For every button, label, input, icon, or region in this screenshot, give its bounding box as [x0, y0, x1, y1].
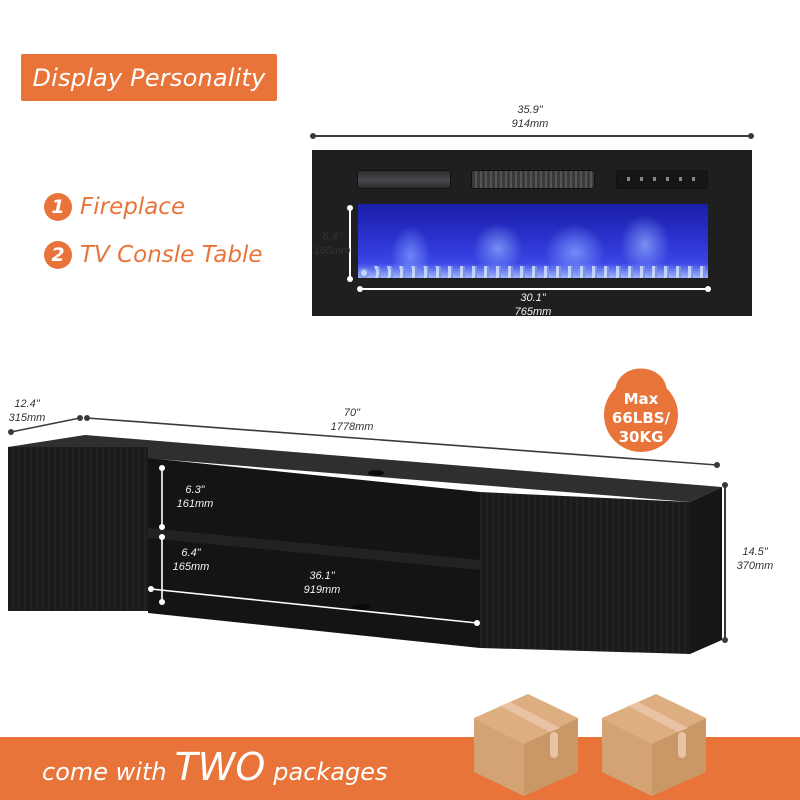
feature-label: Fireplace: [80, 194, 186, 220]
dimension-mm: 165mm: [313, 245, 351, 257]
dimension-inches: 36.1": [309, 570, 335, 582]
footer-text: come with TWO packages: [42, 745, 388, 789]
package-box-icon: [602, 694, 706, 796]
dimension-endpoint: [310, 133, 316, 139]
feature-item-tv-console: 2 TV Consle Table: [44, 241, 263, 269]
number-badge: 2: [44, 241, 72, 269]
flame-height-label: 6.4" 165mm: [313, 230, 351, 258]
kettlebell-weight-icon: [604, 368, 678, 452]
feature-item-fireplace: 1 Fireplace: [44, 193, 185, 221]
dimension-endpoint: [347, 276, 353, 282]
heater-vent: [357, 170, 451, 189]
weight-capacity-text: Max 66LBS/ 30KG: [598, 390, 684, 447]
console-top-dimension-lines: [8, 415, 720, 468]
weight-line-3: 30KG: [618, 428, 664, 446]
dimension-mm: 914mm: [511, 118, 549, 130]
dimension-inches: 6.4": [181, 547, 201, 559]
weight-line-1: Max: [623, 390, 659, 408]
crystal-pebbles: [358, 266, 708, 278]
number-badge: 1: [44, 193, 72, 221]
dimension-mm: 161mm: [176, 498, 214, 510]
dimension-mm: 1778mm: [330, 421, 374, 433]
dimension-inches: 35.9": [517, 104, 543, 116]
dimension-inches: 30.1": [520, 292, 546, 304]
upper-shelf-height-label: 6.3" 161mm: [170, 483, 220, 511]
dimension-inches: 12.4": [14, 398, 40, 410]
opening-width-label: 36.1" 919mm: [292, 569, 352, 597]
control-panel: [616, 170, 708, 189]
package-box-icon: [474, 694, 578, 796]
footer-emphasis: TWO: [174, 745, 266, 789]
title-text: Display Personality: [32, 63, 266, 92]
fireplace-width-label: 35.9" 914mm: [490, 103, 570, 131]
heater-grille: [471, 170, 595, 189]
dimension-mm: 370mm: [736, 560, 774, 572]
console-width-label: 70" 1778mm: [312, 406, 392, 434]
dimension-endpoint: [705, 286, 711, 292]
dimension-line: [349, 208, 351, 280]
dimension-endpoint: [748, 133, 754, 139]
dimension-endpoint: [722, 637, 728, 643]
dimension-mm: 315mm: [8, 412, 46, 424]
footer-suffix: packages: [273, 758, 388, 786]
shelf-dimension-lines: [148, 465, 480, 626]
weight-line-2: 66LBS/: [611, 409, 671, 427]
dimension-inches: 6.4": [322, 231, 342, 243]
console-depth-label: 12.4" 315mm: [4, 397, 50, 425]
dimension-mm: 919mm: [303, 584, 341, 596]
console-table-image: [8, 435, 722, 654]
dimension-inches: 70": [343, 407, 361, 419]
dimension-mm: 165mm: [172, 561, 210, 573]
feature-label: TV Consle Table: [80, 242, 263, 268]
dimension-inches: 14.5": [742, 546, 768, 558]
dimension-line: [313, 135, 750, 137]
dimension-inches: 6.3": [185, 484, 205, 496]
flame-width-label: 30.1" 765mm: [493, 291, 573, 319]
dimension-line: [360, 288, 709, 290]
flame-window: [358, 204, 708, 278]
title-banner: Display Personality: [21, 54, 277, 101]
dimension-endpoint: [357, 286, 363, 292]
console-height-label: 14.5" 370mm: [730, 545, 780, 573]
dimension-endpoint: [347, 205, 353, 211]
dimension-endpoint: [722, 482, 728, 488]
footer-prefix: come with: [42, 758, 167, 786]
dimension-line: [724, 485, 726, 640]
lower-shelf-height-label: 6.4" 165mm: [166, 546, 216, 574]
dimension-mm: 765mm: [514, 306, 552, 318]
